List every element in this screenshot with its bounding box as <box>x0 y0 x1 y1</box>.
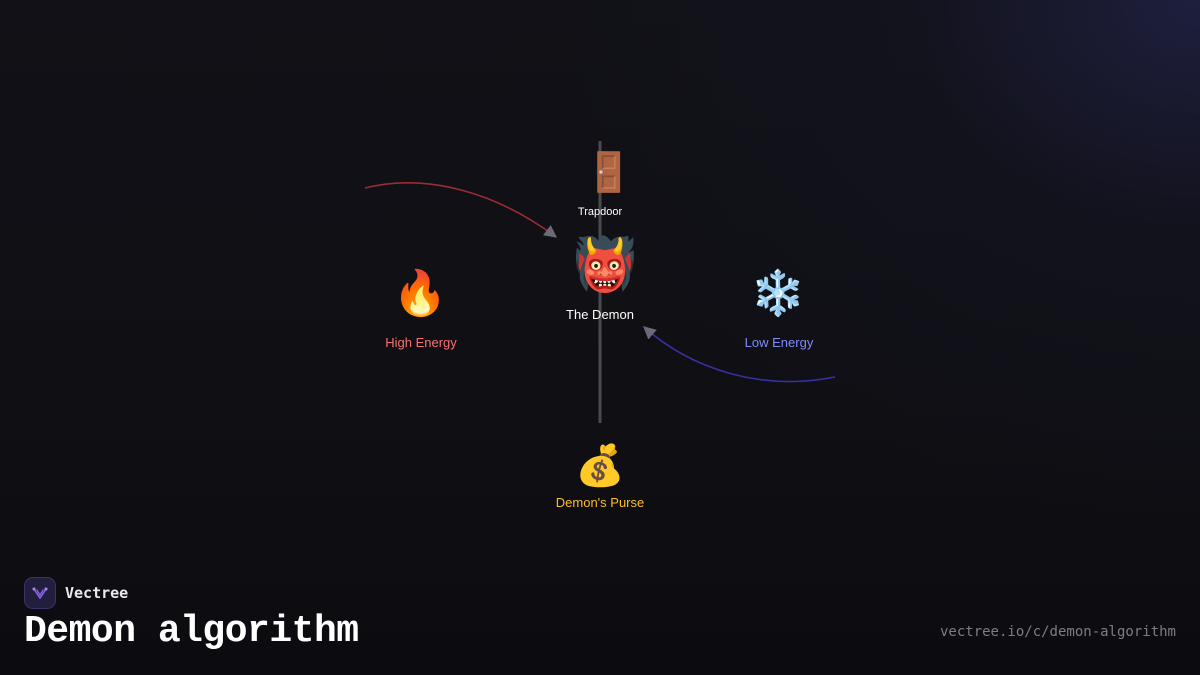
page-title: Demon algorithm <box>24 610 359 653</box>
low-energy-label: Low Energy <box>744 335 814 350</box>
money-bag-icon: 💰 <box>575 443 625 489</box>
door-icon: 🚪 <box>585 150 633 194</box>
brand[interactable]: Vectree <box>24 577 128 609</box>
brand-name: Vectree <box>65 584 129 602</box>
fire-icon: 🔥 <box>392 268 448 319</box>
ogre-icon: 👹 <box>572 235 638 295</box>
arrow-high-to-demon <box>364 182 558 238</box>
demon-label: The Demon <box>566 307 634 322</box>
arrow-low-to-demon <box>643 326 836 383</box>
trapdoor-label: Trapdoor <box>577 206 623 218</box>
high-energy-label: High Energy <box>385 335 457 350</box>
purse-label: Demon's Purse <box>555 495 645 510</box>
vectree-logo-icon <box>24 577 56 609</box>
page-url[interactable]: vectree.io/c/demon-algorithm <box>939 624 1176 640</box>
snowflake-icon: ❄️ <box>750 268 806 319</box>
